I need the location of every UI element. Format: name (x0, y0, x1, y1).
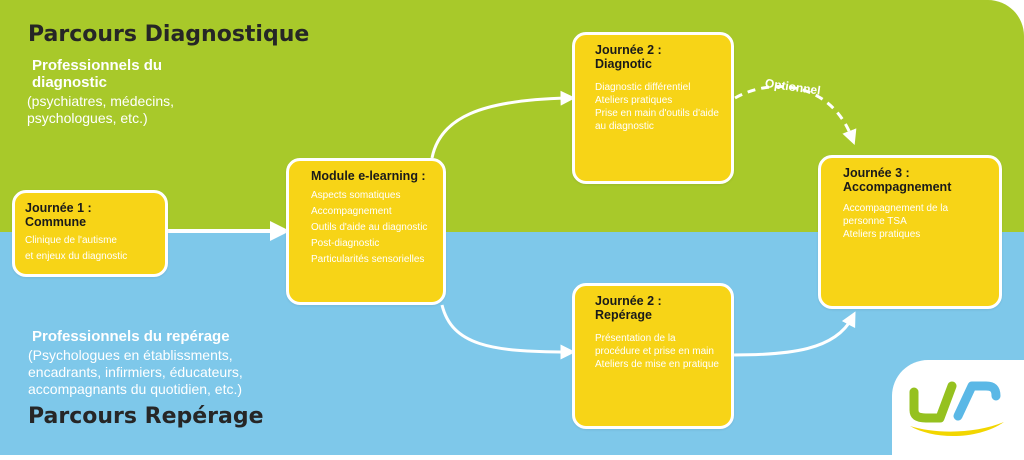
day2-diagnostic-box: Journée 2 : Diagnotic Diagnostic différe… (572, 32, 734, 184)
module-item: Particularités sensorielles (311, 254, 425, 265)
day1-items: Clinique de l'autisme et enjeux du diagn… (25, 233, 155, 265)
day3-items: Accompagnement de la personne TSA Atelie… (843, 202, 989, 241)
logo-blue-stroke (953, 381, 1001, 421)
arrow-module-to-diagnostic (430, 90, 576, 159)
day1-item: et enjeux du diagnostic (25, 251, 128, 262)
day3-title: Journée 3 : Accompagnement (843, 166, 952, 194)
arrow-reperage-to-day3 (732, 311, 856, 357)
day3-box: Journée 3 : Accompagnement Accompagnemen… (818, 155, 1002, 309)
logo-green-stroke (909, 381, 957, 423)
module-item: Post-diagnostic (311, 238, 380, 249)
day3-item: Ateliers pratiques (843, 229, 921, 240)
day2-reperage-item: Présentation de la procédure et prise en… (595, 333, 714, 357)
day2-diagnostic-item: Diagnostic différentiel (595, 82, 691, 93)
logo (909, 381, 1004, 437)
diagnostic-title: Parcours Diagnostique (28, 22, 310, 47)
day2-diagnostic-item: Ateliers pratiques (595, 95, 673, 106)
module-box: Module e-learning : Aspects somatiques A… (286, 158, 446, 305)
module-title: Module e-learning : (311, 169, 426, 183)
day2-diagnostic-items: Diagnostic différentiel Ateliers pratiqu… (595, 81, 721, 133)
diagnostic-group-title: Professionnels du diagnostic (32, 57, 163, 91)
module-item: Accompagnement (311, 206, 392, 217)
day1-item: Clinique de l'autisme (25, 235, 117, 246)
day2-diagnostic-title: Journée 2 : Diagnotic (595, 43, 662, 71)
day2-reperage-box: Journée 2 : Repérage Présentation de la … (572, 283, 734, 429)
reperage-title: Parcours Repérage (28, 404, 264, 429)
reperage-group-title: Professionnels du repérage (32, 328, 230, 345)
diagnostic-group-subtitle: (psychiatres, médecins, psychologues, et… (27, 93, 175, 126)
arrow-module-to-reperage (440, 304, 576, 360)
day2-reperage-item: Ateliers de mise en pratique (595, 359, 719, 370)
module-item: Outils d'aide au diagnostic (311, 222, 428, 233)
day2-reperage-items: Présentation de la procédure et prise en… (595, 332, 721, 371)
day2-diagnostic-item: Prise en main d'outils d'aide au diagnos… (595, 108, 719, 132)
logo-yellow-swoosh (910, 422, 1004, 437)
day3-item: Accompagnement de la personne TSA (843, 203, 949, 227)
arrow-optional (734, 85, 857, 146)
module-items: Aspects somatiques Accompagnement Outils… (311, 188, 433, 268)
day2-reperage-title: Journée 2 : Repérage (595, 294, 662, 322)
day1-box: Journée 1 : Commune Clinique de l'autism… (12, 190, 168, 277)
module-item: Aspects somatiques (311, 190, 401, 201)
reperage-group-subtitle: (Psychologues en établissments, encadran… (28, 347, 243, 397)
day1-title: Journée 1 : Commune (25, 201, 92, 229)
